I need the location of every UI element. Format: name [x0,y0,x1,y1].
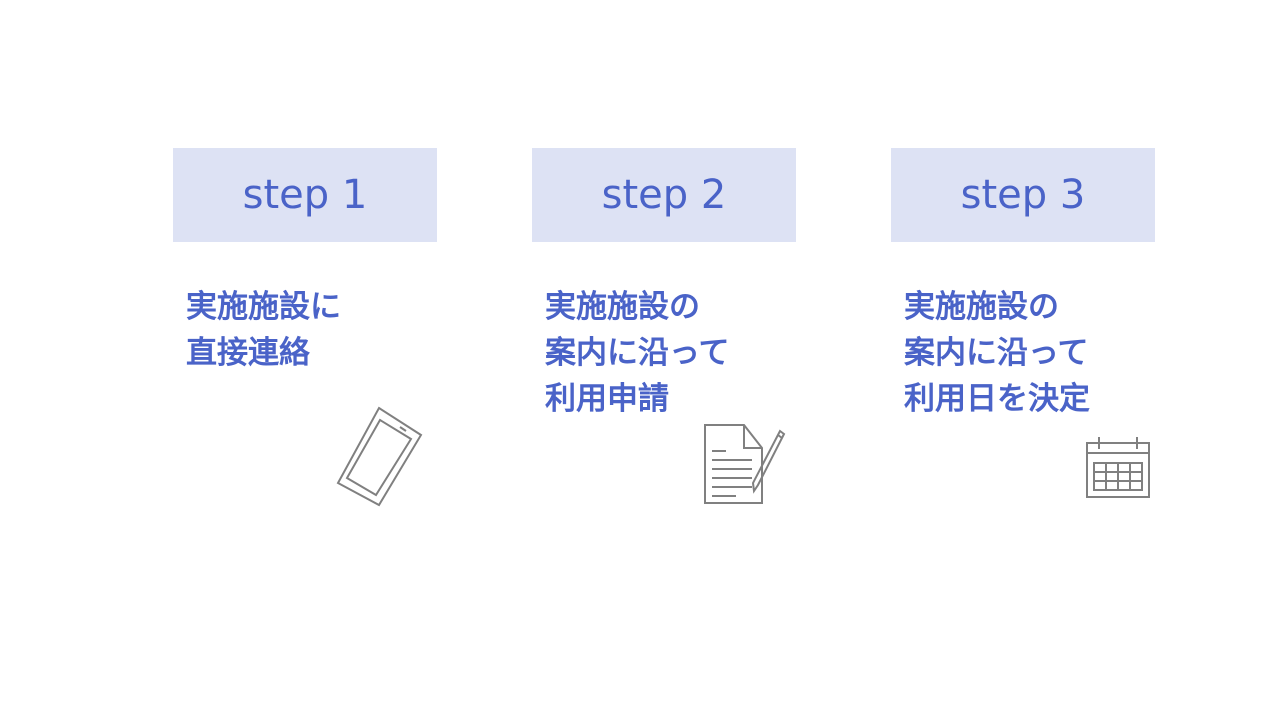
step-1-description: 実施施設に 直接連絡 [186,284,341,376]
desc-line: 案内に沿って [904,335,1089,371]
step-1-label: step 1 [242,172,368,218]
desc-line: 実施施設の [545,289,700,325]
step-3-label: step 3 [960,172,1086,218]
smartphone-icon [336,406,423,507]
document-pen-icon [704,424,786,504]
desc-line: 実施施設の [904,289,1059,325]
desc-line: 利用申請 [545,381,669,417]
desc-line: 利用日を決定 [904,381,1090,417]
step-2-description: 実施施設の 案内に沿って 利用申請 [545,284,729,422]
desc-line: 案内に沿って [545,335,730,371]
step-2-label: step 2 [601,172,727,218]
desc-line: 実施施設に [186,289,341,325]
calendar-icon [1086,437,1150,498]
step-2-header: step 2 [532,148,796,242]
desc-line: 直接連絡 [186,335,310,371]
step-3-description: 実施施設の 案内に沿って 利用日を決定 [904,284,1090,422]
step-1-header: step 1 [173,148,437,242]
step-3-header: step 3 [891,148,1155,242]
